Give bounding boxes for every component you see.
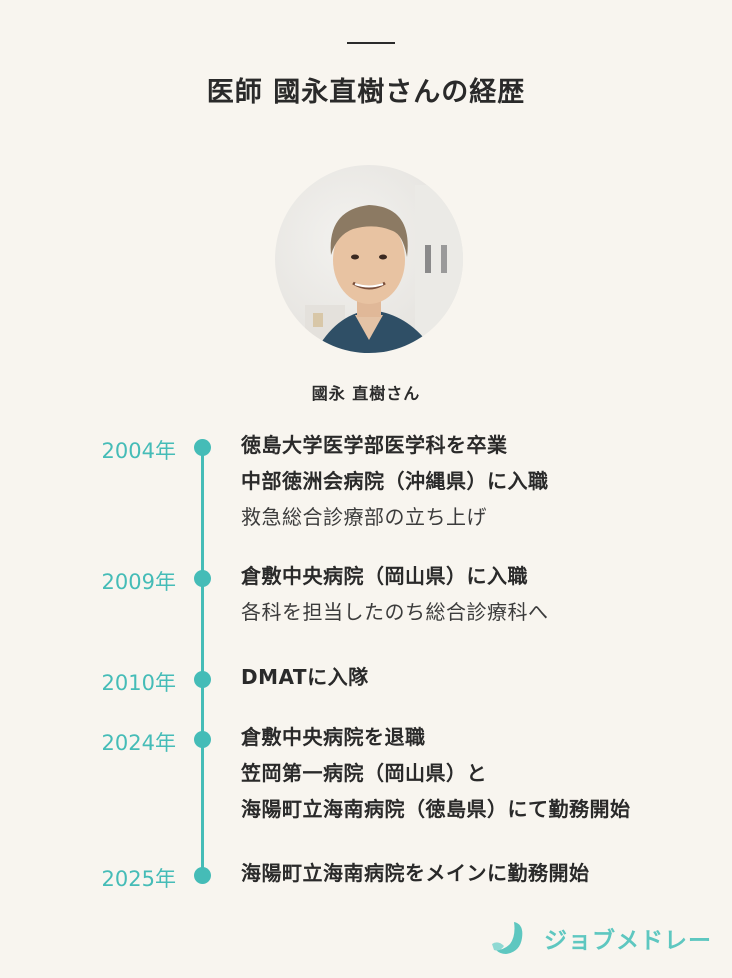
- timeline-line-text: 救急総合診療部の立ち上げ: [241, 505, 487, 529]
- timeline-dot-icon: [194, 671, 211, 688]
- timeline-line-text: 倉敷中央病院を退職: [241, 725, 426, 749]
- timeline-line-text: 倉敷中央病院（岡山県）に入職: [241, 564, 528, 588]
- timeline-lines: 海陽町立海南病院をメインに勤務開始: [241, 855, 590, 891]
- timeline-year: 2009年: [101, 570, 176, 594]
- timeline-dot-icon: [194, 731, 211, 748]
- portrait-photo: [305, 185, 463, 353]
- timeline-line-text: 徳島大学医学部医学科を卒業: [241, 433, 508, 457]
- timeline-line-text: 海陽町立海南病院（徳島県）にて勤務開始: [241, 797, 631, 821]
- timeline-dot-icon: [194, 867, 211, 884]
- timeline-line-text: 海陽町立海南病院をメインに勤務開始: [241, 861, 590, 885]
- avatar: [275, 165, 463, 353]
- jobmedley-logo-icon: [492, 922, 523, 954]
- timeline-lines: DMATに入隊: [241, 659, 369, 695]
- timeline-line-text: DMATに入隊: [241, 665, 369, 689]
- timeline-year: 2010年: [101, 671, 176, 695]
- timeline-line-text: 笠岡第一病院（岡山県）と: [241, 761, 487, 785]
- page-title: 医師 國永直樹さんの経歴: [206, 77, 526, 108]
- brand-logo-text: ジョブメドレー: [544, 928, 712, 954]
- person-name: 國永 直樹さん: [311, 384, 421, 403]
- timeline-lines: 倉敷中央病院を退職 笠岡第一病院（岡山県）と 海陽町立海南病院（徳島県）にて勤務…: [241, 719, 631, 827]
- timeline-line-text: 中部徳洲会病院（沖縄県）に入職: [241, 469, 549, 493]
- title-divider: [347, 42, 395, 44]
- timeline-line: [201, 447, 204, 875]
- timeline-dot-icon: [194, 439, 211, 456]
- brand-logo: ジョブメドレー: [490, 920, 712, 956]
- timeline-dot-icon: [194, 570, 211, 587]
- timeline-year: 2004年: [101, 439, 176, 463]
- timeline-year: 2025年: [101, 867, 176, 891]
- timeline-lines: 徳島大学医学部医学科を卒業 中部徳洲会病院（沖縄県）に入職 救急総合診療部の立ち…: [241, 427, 549, 535]
- timeline-line-text: 各科を担当したのち総合診療科へ: [241, 600, 549, 624]
- timeline-lines: 倉敷中央病院（岡山県）に入職 各科を担当したのち総合診療科へ: [241, 558, 549, 630]
- timeline-year: 2024年: [101, 731, 176, 755]
